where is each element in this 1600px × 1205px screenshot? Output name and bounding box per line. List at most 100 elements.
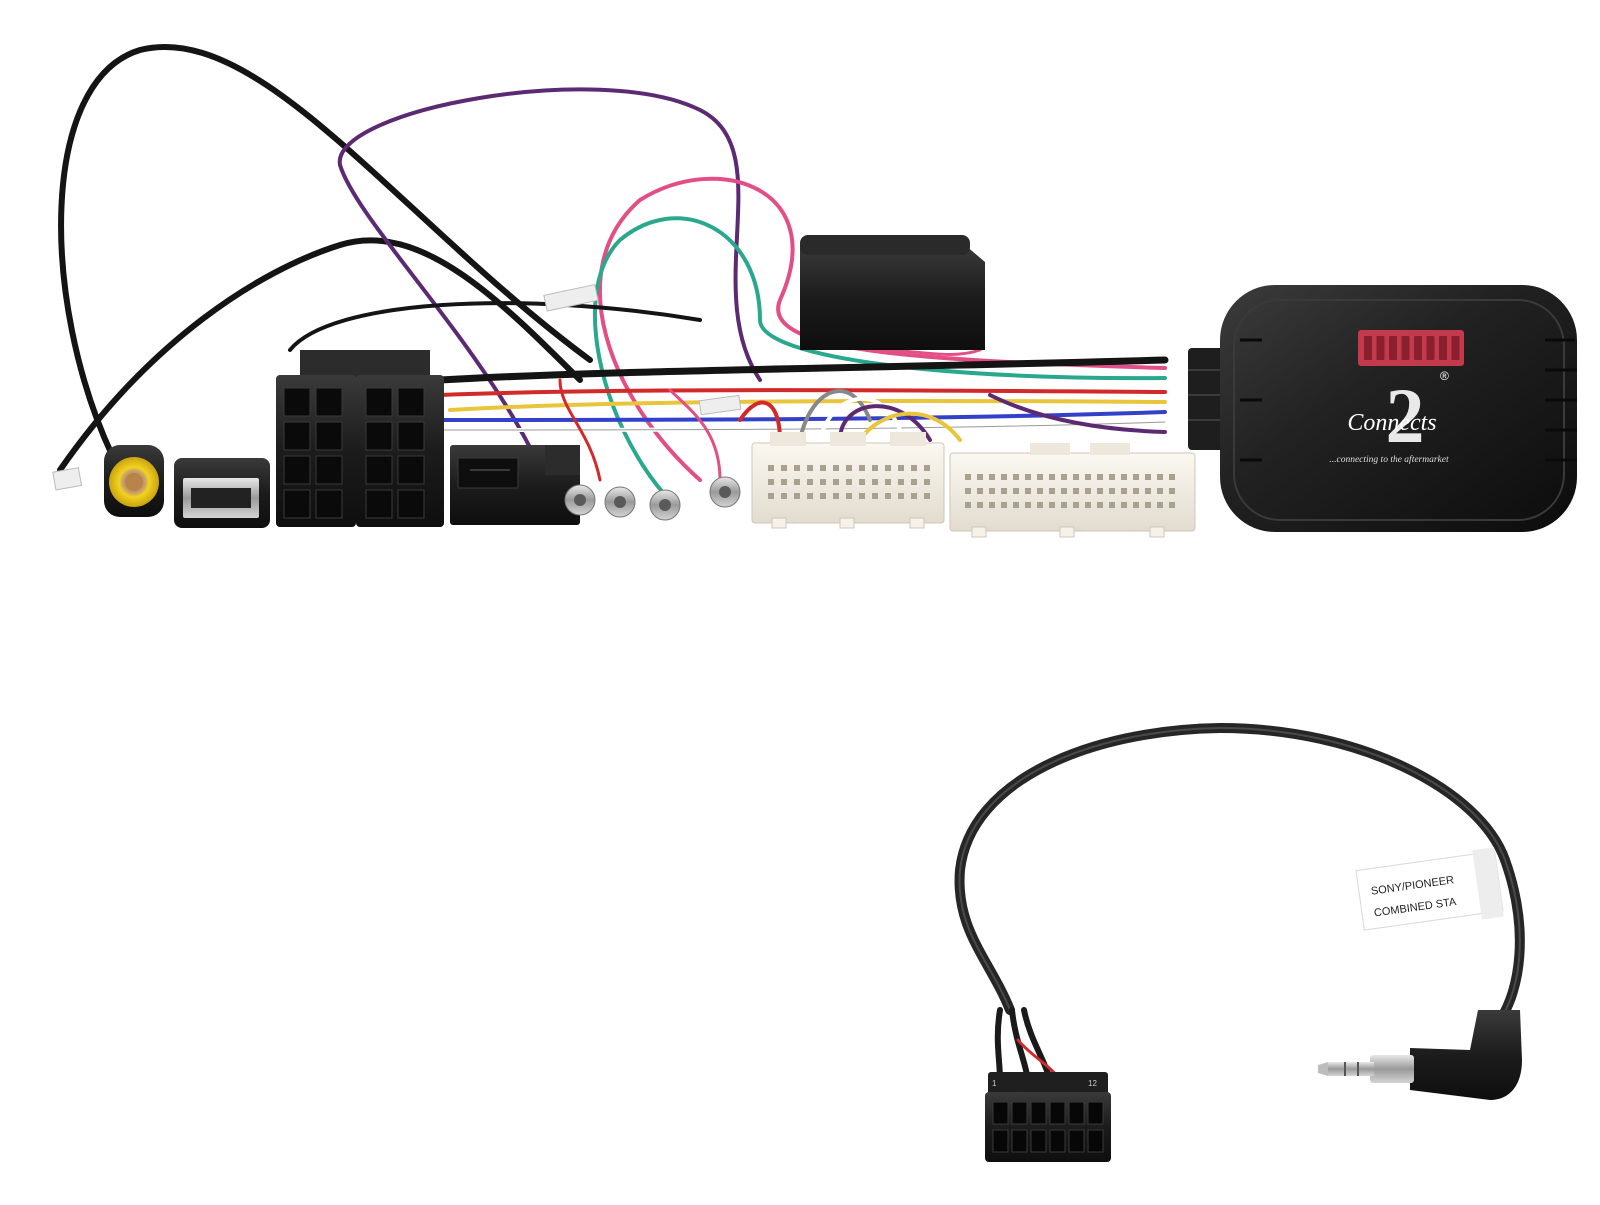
dip-toggle [1364, 336, 1372, 360]
iso-pin-cell [397, 489, 425, 519]
logo-word: Connects [1347, 410, 1436, 436]
dip-toggle [1451, 336, 1460, 360]
connector-pin [1025, 488, 1031, 494]
molex-pin [1049, 1101, 1066, 1125]
molex-pin [1087, 1101, 1104, 1125]
connector-pin [924, 465, 930, 471]
connector-pin [977, 474, 983, 480]
iso-pin-cell [365, 421, 393, 451]
connector-pin [898, 465, 904, 471]
iso-pin-cell [283, 421, 311, 451]
connector-pin [885, 479, 891, 485]
connector-pin [1157, 474, 1163, 480]
ring-terminal [649, 489, 681, 521]
ring-terminal-icon [564, 476, 741, 521]
molex-pin [1011, 1129, 1028, 1153]
connector-pin [965, 488, 971, 494]
brand-logo: 2 Connects ® ...connecting to the afterm… [1329, 369, 1449, 465]
dip-toggle [1414, 336, 1422, 360]
connector-pin [1169, 502, 1175, 508]
connector-pin [1001, 474, 1007, 480]
connector-pin [833, 493, 839, 499]
connector-pin [911, 465, 917, 471]
connector-pin [898, 479, 904, 485]
iso-pin-cell [315, 489, 343, 519]
connector-pin [1013, 502, 1019, 508]
connector-pin [1025, 502, 1031, 508]
dip-toggle [1439, 336, 1447, 360]
ring-terminal [604, 486, 636, 518]
connector-pin [1097, 502, 1103, 508]
connector-pin [1037, 474, 1043, 480]
connector-pin [911, 493, 917, 499]
molex-pin [992, 1101, 1009, 1125]
connector-pin [989, 502, 995, 508]
purple-wire [337, 87, 762, 522]
connector-pin [1061, 502, 1067, 508]
connector-pin [794, 465, 800, 471]
connector-pin [1097, 488, 1103, 494]
molex-pin [1030, 1101, 1047, 1125]
filter-box [800, 235, 985, 350]
iso-pin-cell [283, 455, 311, 485]
molex-pin [1068, 1101, 1085, 1125]
wire-bundle [57, 44, 1169, 522]
connector-pin [1133, 488, 1139, 494]
connector-pin [989, 474, 995, 480]
connector-pin [1169, 474, 1175, 480]
connector-pin [924, 479, 930, 485]
connector-pin [1049, 474, 1055, 480]
connector-pin [1109, 474, 1115, 480]
pink-wire [597, 176, 1167, 482]
quadlock-connector-icon [450, 445, 580, 525]
connector-pin [1145, 502, 1151, 508]
connector-pin [1049, 488, 1055, 494]
connector-pin [820, 465, 826, 471]
connector-pin [859, 493, 865, 499]
jack-plug-icon [1318, 1010, 1522, 1100]
connector-pin [807, 465, 813, 471]
connector-pin [1073, 474, 1079, 480]
molex-pin [1087, 1129, 1104, 1153]
iso-pin-cell [397, 421, 425, 451]
black-wire-rca [58, 44, 593, 458]
connector-pin [859, 465, 865, 471]
logo-tagline: ...connecting to the aftermarket [1329, 454, 1449, 465]
connector-pin [1001, 502, 1007, 508]
dip-toggle [1401, 336, 1410, 360]
connector-pin [977, 488, 983, 494]
molex-pin [992, 1129, 1009, 1153]
dip-toggle [1376, 336, 1385, 360]
iso-pin-cell [397, 455, 425, 485]
usb-plug-icon [174, 458, 270, 528]
iso-pin-cell [283, 489, 311, 519]
connector-pin [768, 479, 774, 485]
iso-pin-cell [315, 421, 343, 451]
connector-pin [1013, 488, 1019, 494]
connector-pin [781, 479, 787, 485]
logo-number: 2 [1386, 372, 1425, 459]
connector-pin [1157, 488, 1163, 494]
dip-toggle [1389, 336, 1397, 360]
connector-pin [1121, 488, 1127, 494]
connector-pin [1061, 488, 1067, 494]
connector-pin [872, 479, 878, 485]
connector-pin [885, 493, 891, 499]
black-wire-iso [288, 301, 702, 352]
molex-pin [1068, 1129, 1085, 1153]
logo-registered: ® [1440, 369, 1449, 383]
connector-pin [846, 493, 852, 499]
iso-pin-cell [365, 489, 393, 519]
rca-plug-icon [104, 445, 164, 517]
ring-terminal [564, 484, 596, 516]
molex-connector-icon: 1 12 [985, 1072, 1111, 1162]
iso-pin-cell [283, 387, 311, 417]
connector-pin [898, 493, 904, 499]
connector-pin [794, 479, 800, 485]
connector-pin [885, 465, 891, 471]
connector-pin [1085, 474, 1091, 480]
connector-pin [1145, 474, 1151, 480]
connector-pin [820, 493, 826, 499]
connector-pin [768, 493, 774, 499]
connector-pin [1109, 502, 1115, 508]
